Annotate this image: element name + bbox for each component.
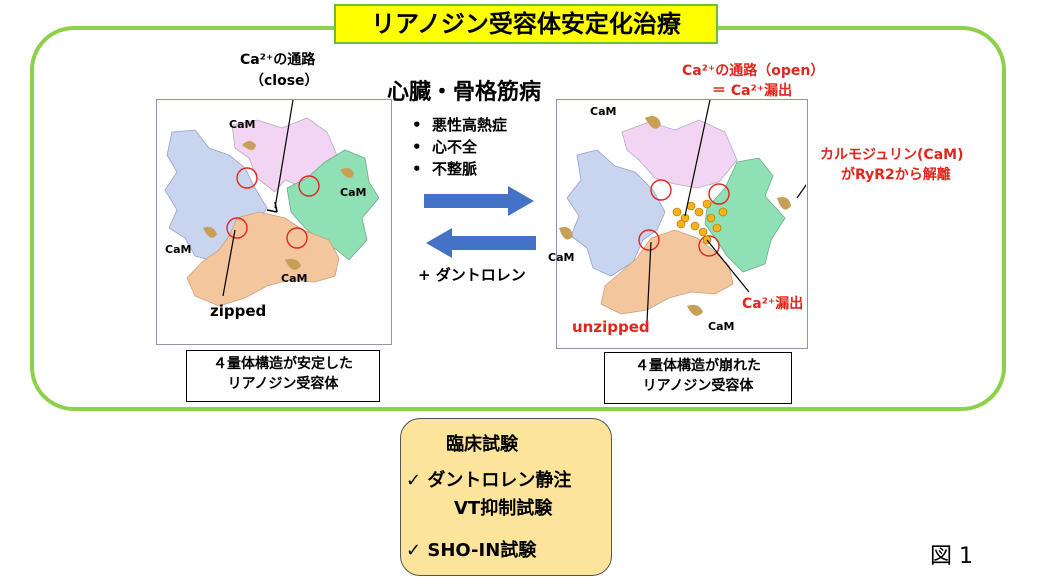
cam-blob	[777, 197, 791, 210]
arrow-left-icon	[426, 228, 536, 258]
left-caption: ４量体構造が安定した リアノジン受容体	[186, 350, 380, 402]
cam-label: CaM	[590, 105, 617, 118]
channel-close-label-2: （close）	[250, 73, 319, 89]
cam-label: CaM	[281, 272, 308, 285]
clinical-heading: 臨床試験	[446, 434, 518, 455]
unzipped-label: unzipped	[572, 318, 650, 336]
clinical-item-text: ダントロレン静注	[427, 470, 572, 491]
contact-circle	[698, 235, 720, 257]
cam-label: CaM	[340, 186, 367, 199]
bullet: •	[412, 138, 422, 156]
cam-label: CaM	[165, 243, 192, 256]
contact-circle	[708, 183, 730, 205]
leak-label: Ca²⁺漏出	[742, 296, 804, 312]
pore-mark	[266, 201, 278, 213]
cam-blob	[340, 167, 354, 179]
channel-open-label-2: ＝ Ca²⁺漏出	[712, 83, 793, 99]
bullet: •	[412, 160, 422, 178]
diagram-title: リアノジン受容体安定化治療	[334, 4, 718, 44]
dissociation-pointer	[796, 157, 826, 199]
check-icon: ✓	[406, 470, 422, 491]
title-text: リアノジン受容体安定化治療	[371, 10, 681, 38]
clinical-item-text-2: VT抑制試験	[454, 498, 553, 519]
clinical-item-text: SHO-IN試験	[427, 540, 537, 561]
cam-blob	[687, 304, 703, 316]
cam-blob	[559, 227, 573, 240]
left-caption-line1: ４量体構造が安定した	[213, 356, 353, 372]
contact-circle	[286, 227, 308, 249]
arrow-right-icon	[424, 186, 534, 216]
right-caption-line1: ４量体構造が崩れた	[635, 358, 761, 374]
channel-pointer	[274, 87, 296, 209]
cam-blob	[645, 116, 661, 129]
disease-text: 不整脈	[432, 160, 478, 178]
calcium-ions	[672, 199, 728, 245]
channel-open-label: Ca²⁺の通路（open）	[682, 63, 825, 79]
subunit-pink	[621, 119, 738, 189]
zipped-pointer	[222, 229, 236, 297]
cam-label: CaM	[548, 251, 575, 264]
dantrolene-label: + ダントロレン	[418, 266, 526, 284]
contact-circle	[298, 175, 320, 197]
unzipped-pointer	[646, 241, 652, 323]
channel-close-label: Ca²⁺の通路	[240, 52, 316, 68]
contact-circle	[650, 179, 672, 201]
clinical-item: ✓ SHO-IN試験	[406, 536, 536, 562]
right-caption: ４量体構造が崩れた リアノジン受容体	[604, 352, 792, 404]
clinical-trials-box	[400, 418, 612, 576]
disease-heading: 心臓・骨格筋病	[387, 80, 542, 105]
contact-circle	[236, 167, 258, 189]
dissociation-label: カルモジュリン(CaM)	[820, 147, 964, 163]
cam-label: CaM	[229, 118, 256, 131]
disease-item: • 心不全	[412, 136, 477, 157]
left-caption-line2: リアノジン受容体	[227, 376, 339, 392]
check-icon: ✓	[406, 540, 422, 561]
stable-receptor-illustration	[164, 87, 380, 307]
leak-pointer	[706, 239, 750, 293]
right-panel	[556, 85, 826, 349]
disease-item: • 悪性高熱症	[412, 114, 507, 135]
cam-blob	[203, 226, 217, 238]
broken-receptor-illustration	[559, 85, 826, 323]
contact-circle	[226, 217, 248, 239]
clinical-item: ✓ ダントロレン静注	[406, 466, 571, 492]
zipped-label: zipped	[210, 302, 267, 320]
figure-label: 図 1	[930, 544, 973, 569]
disease-text: 心不全	[432, 138, 478, 156]
cam-blob	[285, 258, 301, 270]
subunit-green	[286, 149, 380, 261]
left-panel	[156, 87, 392, 345]
dissociation-label-2: がRyR2から解離	[841, 167, 951, 183]
bullet: •	[412, 116, 422, 134]
right-caption-line2: リアノジン受容体	[642, 378, 754, 394]
cam-blob	[242, 141, 256, 150]
disease-text: 悪性高熱症	[432, 116, 508, 134]
cam-label: CaM	[708, 320, 735, 333]
disease-item: • 不整脈	[412, 158, 477, 179]
contact-circle	[638, 229, 660, 251]
channel-open-pointer	[684, 85, 714, 217]
